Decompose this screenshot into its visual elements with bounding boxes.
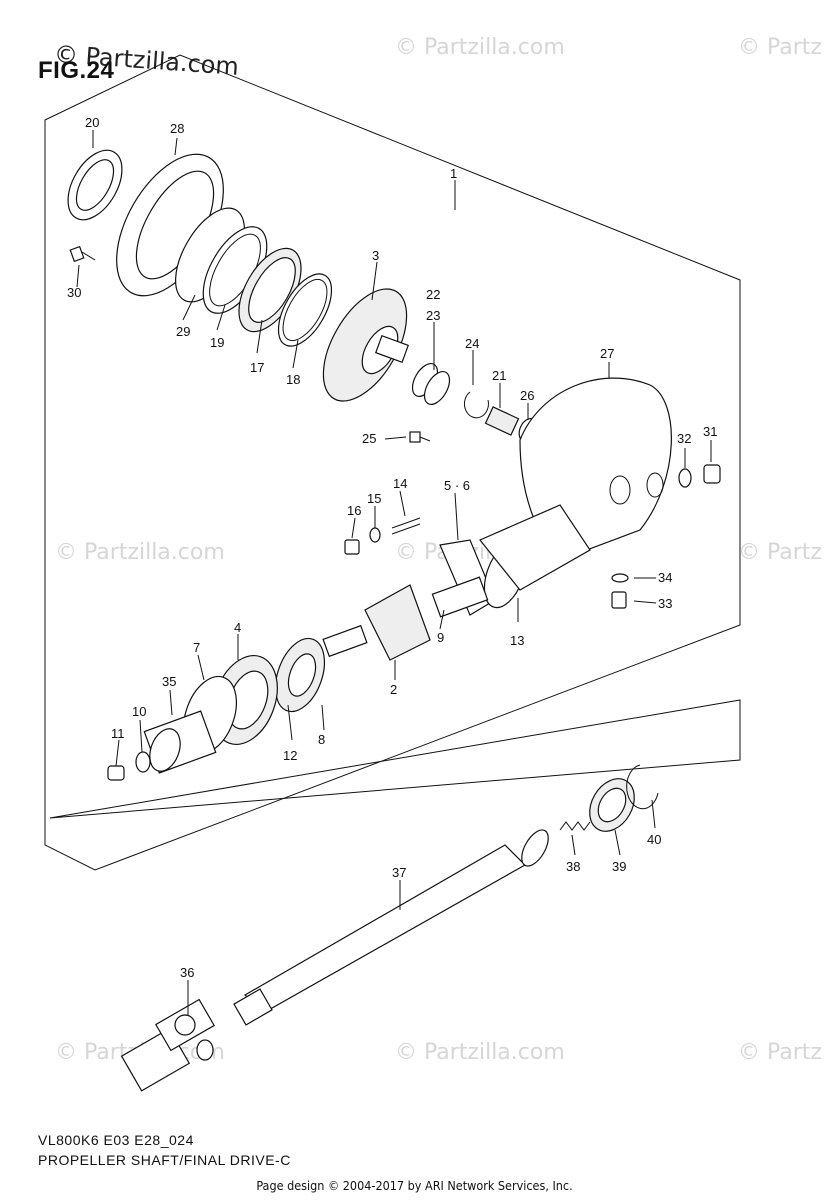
callout-22: 22 [426, 287, 440, 302]
part-25-bolt [409, 431, 431, 443]
part-20-seal [67, 149, 123, 221]
watermark: © Partz [738, 540, 822, 565]
callout-21: 21 [492, 368, 506, 383]
callout-13: 13 [510, 633, 524, 648]
part-16-nut [344, 539, 360, 555]
callout-9: 9 [437, 630, 444, 645]
part-35-joint [143, 710, 217, 774]
part-36-universal-joint [120, 998, 215, 1092]
callout-24: 24 [465, 336, 479, 351]
part-14-stud [391, 517, 421, 535]
watermark: © Partz [738, 35, 822, 60]
callout-39: 39 [612, 859, 626, 874]
watermark: © Partzilla.com [395, 35, 565, 60]
callout-32: 32 [677, 431, 691, 446]
callout-37: 37 [392, 865, 406, 880]
part-30-bolt [69, 245, 96, 263]
callout-26: 26 [520, 388, 534, 403]
callout-33: 33 [658, 596, 672, 611]
callout-15: 15 [367, 491, 381, 506]
part-18-ring [277, 273, 333, 347]
callout-7: 7 [193, 640, 200, 655]
watermark: © Partzilla.com [395, 1040, 565, 1065]
callout-16: 16 [347, 503, 361, 518]
part-11-nut [107, 765, 125, 781]
part-24-circlip [464, 391, 489, 419]
callout-4: 4 [234, 620, 241, 635]
callout-3: 3 [372, 248, 379, 263]
callout-10: 10 [132, 704, 146, 719]
part-10-washer [135, 751, 151, 773]
callout-31: 31 [703, 424, 717, 439]
figure-name: PROPELLER SHAFT/FINAL DRIVE-C [38, 1152, 291, 1168]
callout-23: 23 [426, 308, 440, 323]
callout-18: 18 [286, 372, 300, 387]
part-31-plug [703, 464, 721, 484]
callout-25: 25 [362, 431, 376, 446]
callout-34: 34 [658, 570, 672, 585]
callout-35: 35 [162, 674, 176, 689]
callout-11: 11 [111, 726, 125, 741]
part-39-seal [589, 778, 635, 832]
part-15-washer [369, 527, 381, 543]
callout-28: 28 [170, 121, 184, 136]
callout-36: 36 [180, 965, 194, 980]
assembly-boundary [44, 54, 741, 871]
watermark: © Partzilla.com [55, 540, 225, 565]
part-33-bolt [611, 591, 627, 609]
callout-29: 29 [176, 324, 190, 339]
leader-lines [76, 130, 712, 1015]
watermark: © Partz [738, 1040, 822, 1065]
callout-20: 20 [85, 115, 99, 130]
callout-1: 1 [450, 166, 457, 181]
figure-title: FIG.24 [38, 57, 115, 84]
callout-30: 30 [67, 285, 81, 300]
part-21-needle-bearing [484, 406, 520, 436]
part-8-bearing [274, 637, 326, 713]
part-38-spring [559, 821, 591, 831]
callout-14: 14 [393, 476, 407, 491]
callout-12: 12 [283, 748, 297, 763]
callout-19: 19 [210, 335, 224, 350]
figure-code: VL800K6 E03 E28_024 [38, 1132, 194, 1148]
callout-8: 8 [318, 732, 325, 747]
part-17-bearing [238, 247, 302, 333]
callout-5-6: 5 · 6 [444, 478, 470, 493]
part-23-shim [411, 363, 451, 405]
callout-40: 40 [647, 832, 661, 847]
callout-38: 38 [566, 859, 580, 874]
part-37-propeller-shaft [233, 829, 549, 1026]
propeller-boundary [49, 699, 741, 819]
part-9-shaft [431, 576, 489, 618]
copyright-notice: Page design © 2004-2017 by ARI Network S… [256, 1178, 573, 1193]
part-3-ring-gear [322, 288, 410, 402]
part-32-washer [678, 468, 692, 488]
part-34-washer [611, 573, 629, 583]
callout-17: 17 [250, 360, 264, 375]
callout-2: 2 [390, 682, 397, 697]
part-2-pinion-gear [322, 584, 431, 661]
callout-27: 27 [600, 346, 614, 361]
part-1-case [479, 504, 591, 591]
